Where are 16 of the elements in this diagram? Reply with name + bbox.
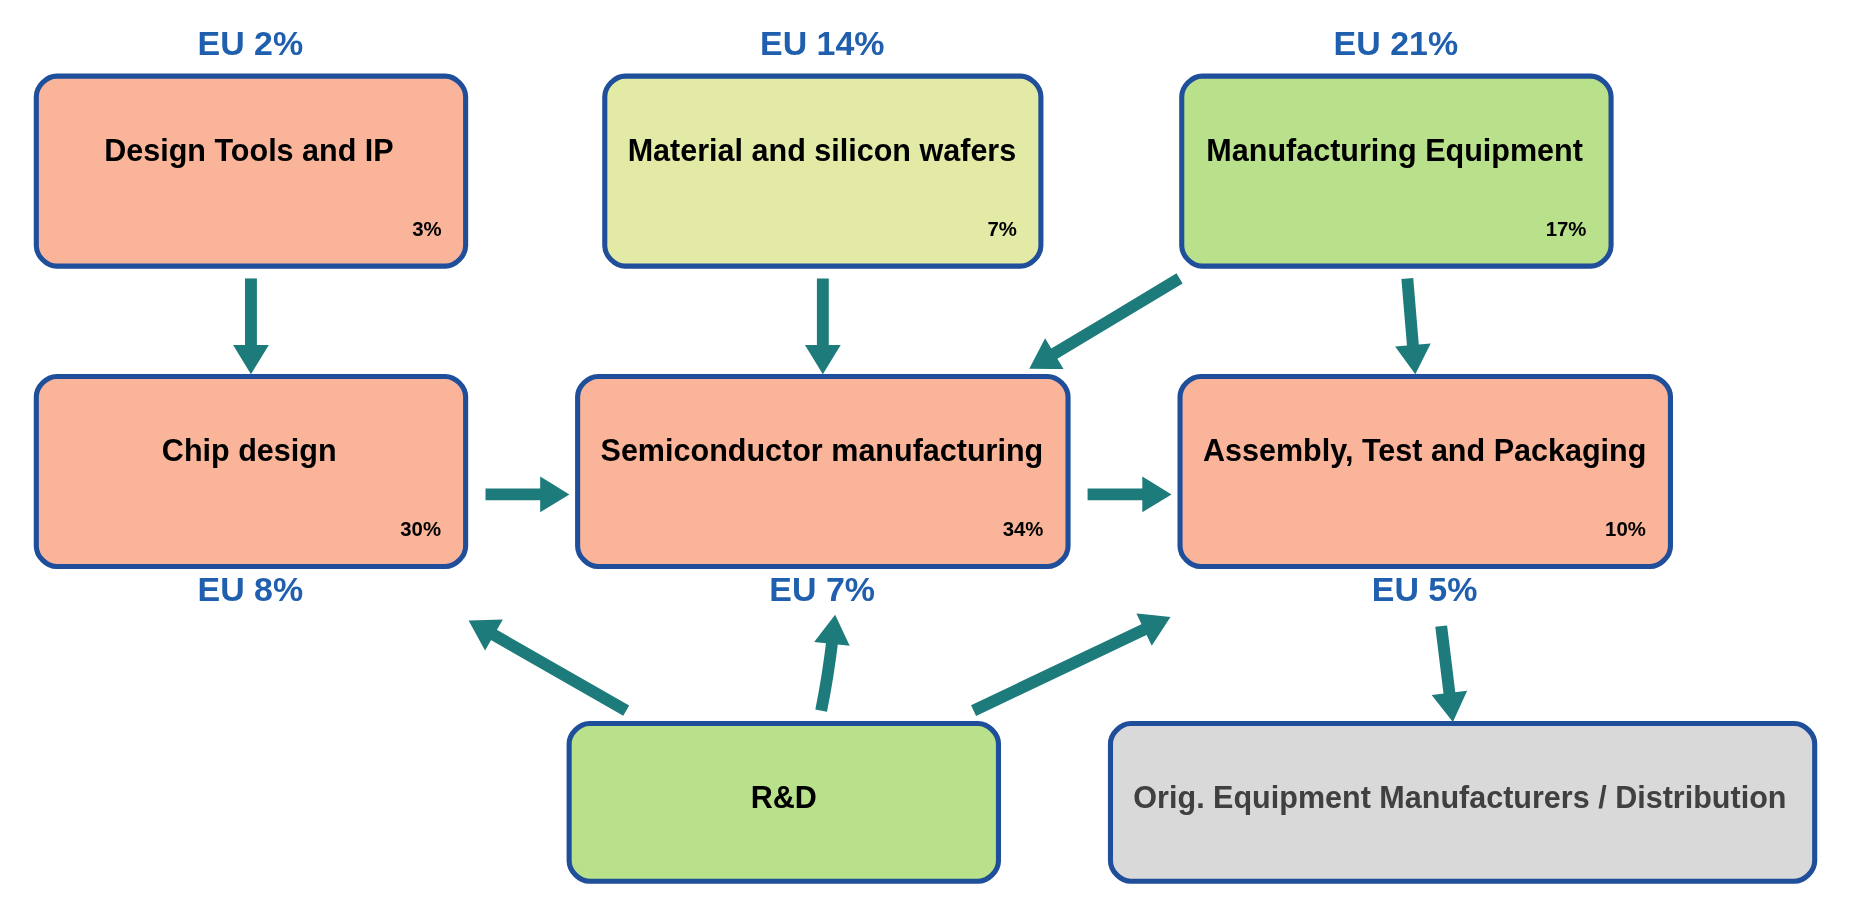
- arrow: [970, 613, 1170, 716]
- node-label: EU 2%: [197, 23, 303, 62]
- arrow: [804, 278, 841, 375]
- arrow: [1028, 273, 1183, 369]
- arrow: [1394, 277, 1431, 375]
- arrow: [232, 278, 269, 375]
- node-label: EU 14%: [759, 23, 884, 62]
- node-label: EU 5%: [1371, 570, 1477, 609]
- arrow: [468, 619, 629, 716]
- arrow: [485, 476, 569, 513]
- arrow: [1087, 476, 1171, 513]
- node-label: EU 21%: [1333, 23, 1458, 62]
- node-label: EU 7%: [768, 570, 875, 609]
- arrow: [1431, 625, 1467, 722]
- node-label: EU 8%: [197, 570, 303, 609]
- arrow: [813, 614, 850, 712]
